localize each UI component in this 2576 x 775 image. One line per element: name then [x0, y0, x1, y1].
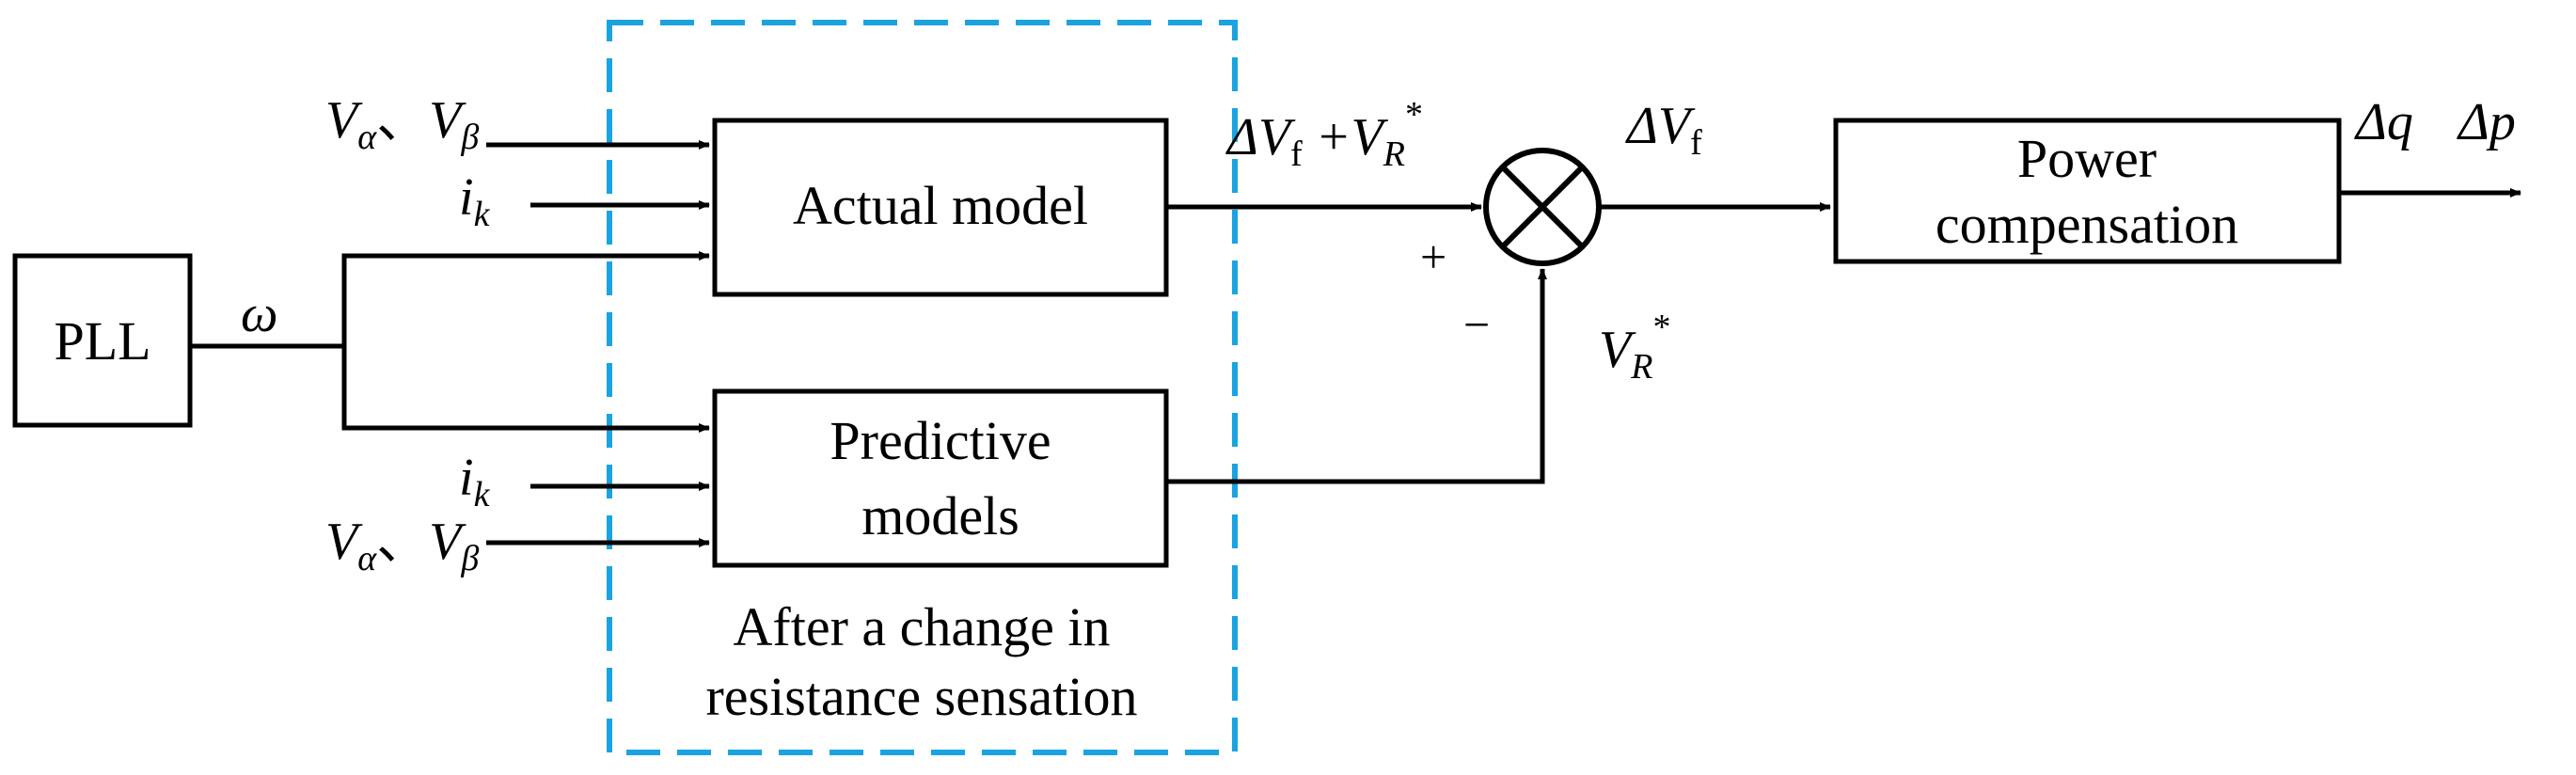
v-r-label: VR* [1599, 308, 1670, 387]
i-k-label-bottom: ik [459, 449, 491, 514]
minus-sign: − [1463, 298, 1490, 351]
plus-sign: + [1420, 230, 1446, 283]
i-k-label-top: ik [459, 168, 491, 234]
region-caption-line2: resistance sensation [705, 666, 1137, 727]
actual-model-block [712, 118, 1169, 297]
power-compensation-label-line1: Power [2017, 128, 2157, 189]
predictive-models-label-line1: Predictive [830, 410, 1051, 471]
power-compensation-label-line2: compensation [1936, 194, 2238, 255]
actual-model-label: Actual model [793, 175, 1088, 236]
summing-junction [1483, 148, 1602, 266]
predictive-models-label-line2: models [861, 485, 1019, 546]
v-alpha-beta-label-top: Vα、Vβ [325, 91, 479, 157]
sum-input-label: ΔVf +VR* [1225, 95, 1423, 174]
delta-vf-label: ΔVf [1625, 97, 1702, 163]
pll-label: PLL [54, 310, 150, 372]
v-alpha-beta-label-bottom: Vα、Vβ [325, 513, 479, 578]
delta-q-label: Δq [2354, 93, 2413, 151]
predictive-to-sum-arrow [1166, 268, 1547, 484]
omega-to-actual-arrow [341, 251, 710, 346]
dashed-region-border [607, 20, 1238, 755]
predictive-models-block [712, 388, 1169, 568]
pll-block [12, 253, 193, 428]
delta-p-label: Δp [2457, 93, 2516, 151]
region-caption-line1: After a change in [734, 596, 1111, 657]
omega-to-predictive-arrow [341, 346, 710, 433]
omega-label: ω [241, 285, 278, 343]
